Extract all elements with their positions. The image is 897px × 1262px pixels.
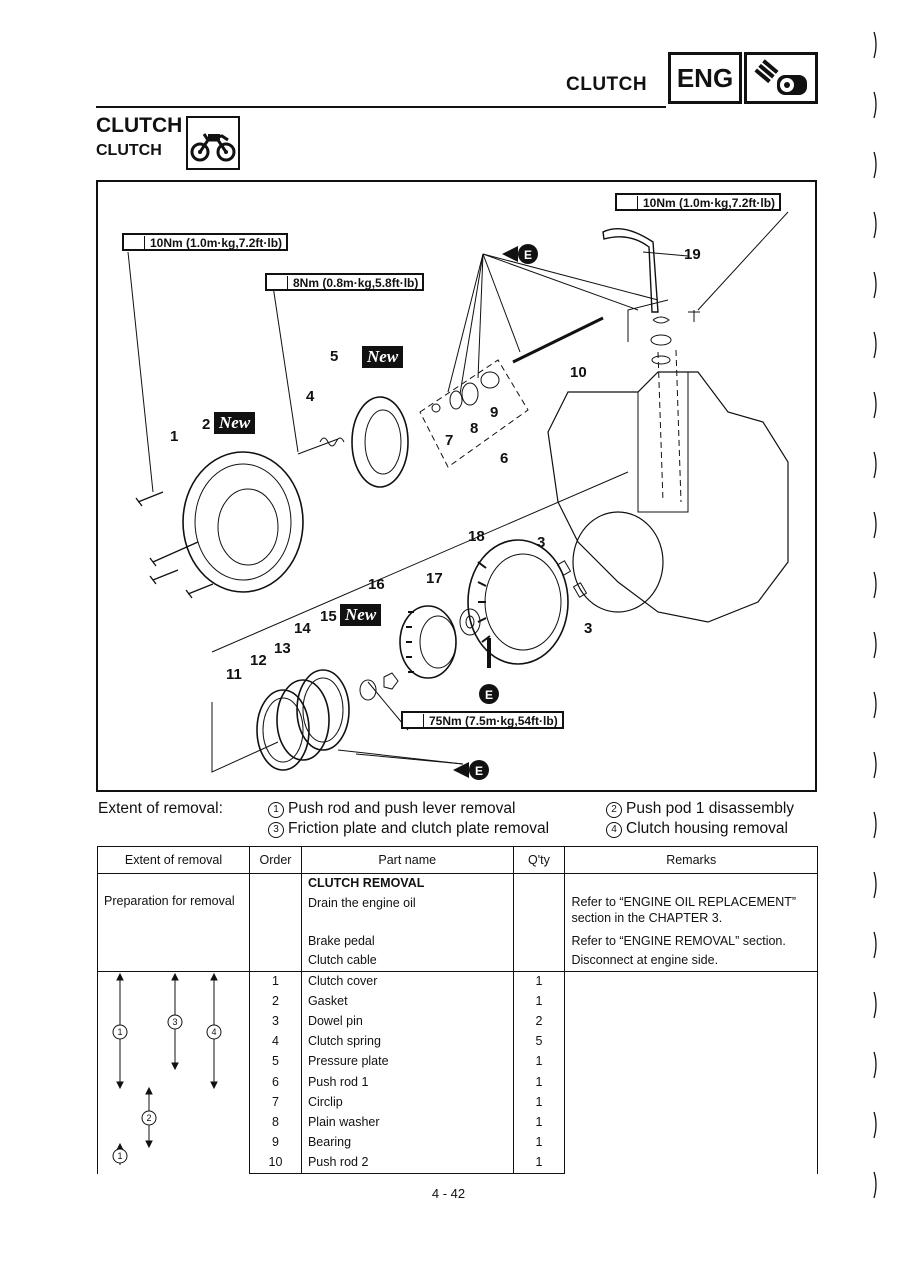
extent-label: Extent of removal:: [98, 800, 223, 817]
svg-text:1: 1: [117, 1151, 122, 1161]
callout-16: 16: [368, 576, 385, 593]
callout-1: 1: [170, 428, 179, 445]
callout-9: 9: [490, 404, 499, 421]
callout-7: 7: [445, 432, 454, 449]
torque-wrench-icon: [405, 714, 424, 727]
extent-arrows-cell: 1 3 4 2 1: [97, 970, 250, 1174]
diagram-drawing: E E E: [127, 211, 789, 780]
table-header-row: Extent of removal Order Part name Q'ty R…: [97, 846, 818, 874]
header-section-title: CLUTCH: [566, 74, 648, 95]
torque-spec-text: 10Nm (1.0m·kg,7.2ft·lb): [150, 236, 283, 250]
torque-wrench-icon: [269, 276, 288, 289]
section-subtitle: CLUTCH: [96, 142, 162, 159]
table-row: Clutch cable Disconnect at engine side.: [98, 951, 818, 972]
col-order: Order: [248, 846, 302, 874]
col-part-name: Part name: [300, 846, 514, 874]
callout-13: 13: [274, 640, 291, 657]
svg-text:1: 1: [117, 1027, 122, 1037]
eng-tab: ENG: [668, 52, 742, 104]
callout-14: 14: [294, 620, 311, 637]
svg-text:4: 4: [211, 1027, 216, 1037]
callout-8: 8: [470, 420, 479, 437]
callout-18: 18: [468, 528, 485, 545]
callout-10: 10: [570, 364, 587, 381]
callout-17: 17: [426, 570, 443, 587]
svg-text:E: E: [524, 248, 532, 262]
page-number: 4 - 42: [431, 1186, 466, 1201]
torque-spec-push-lever: 10Nm (1.0m·kg,7.2ft·lb): [615, 193, 782, 211]
svg-text:E: E: [475, 764, 483, 778]
oil-marker-icon: E E E: [453, 244, 538, 780]
callout-12: 12: [250, 652, 267, 669]
table-row: Drain the engine oil Refer to “ENGINE OI…: [98, 893, 818, 932]
callout-3b: 3: [584, 620, 593, 637]
torque-wrench-icon: [619, 196, 638, 209]
removal-table: Extent of removal Order Part name Q'ty R…: [97, 846, 818, 1175]
section-title: CLUTCH: [96, 114, 183, 137]
engine-wrench-icon: [744, 52, 818, 104]
svg-text:E: E: [485, 688, 493, 702]
col-extent: Extent of removal: [97, 846, 250, 874]
torque-spec-cover: 10Nm (1.0m·kg,7.2ft·lb): [122, 233, 289, 251]
motorcycle-icon: [186, 116, 240, 170]
new-badge: New: [362, 346, 404, 368]
new-badge: New: [340, 604, 382, 626]
col-remarks: Remarks: [564, 846, 818, 874]
torque-wrench-icon: [126, 236, 145, 249]
torque-spec-spring: 8Nm (0.8m·kg,5.8ft·lb): [265, 273, 425, 291]
svg-text:2: 2: [146, 1113, 151, 1123]
callout-3: 3: [537, 534, 546, 551]
col-qty: Q'ty: [512, 846, 566, 874]
callout-2: 2: [202, 416, 211, 433]
extent-arrows: 1 3 4 2 1: [112, 972, 222, 1165]
table-row: Brake pedal Refer to “ENGINE REMOVAL” se…: [98, 931, 818, 952]
callout-4: 4: [306, 388, 315, 405]
callout-19: 19: [684, 246, 701, 263]
callout-11: 11: [226, 666, 242, 683]
new-badge: New: [214, 412, 256, 434]
table-row: Preparation for removal CLUTCH REMOVAL: [97, 873, 818, 972]
callout-15: 15: [320, 608, 337, 625]
prep-label: Preparation for removal: [97, 873, 250, 972]
svg-text:3: 3: [172, 1017, 177, 1027]
header-rule: [96, 106, 666, 108]
torque-spec-text: 75Nm (7.5m·kg,54ft·lb): [429, 714, 558, 728]
callout-6: 6: [500, 450, 509, 467]
callout-5: 5: [330, 348, 339, 365]
torque-spec-nut: 75Nm (7.5m·kg,54ft·lb): [401, 711, 564, 729]
table-row: 1 3 4 2 1 1 Clutch cover 1: [97, 970, 818, 1174]
clutch-exploded-diagram: E E E 10Nm (1.0m·kg,7.2ft·lb) 10Nm (1.0m…: [96, 180, 817, 792]
torque-spec-text: 8Nm (0.8m·kg,5.8ft·lb): [293, 276, 419, 290]
torque-spec-text: 10Nm (1.0m·kg,7.2ft·lb): [643, 196, 776, 210]
